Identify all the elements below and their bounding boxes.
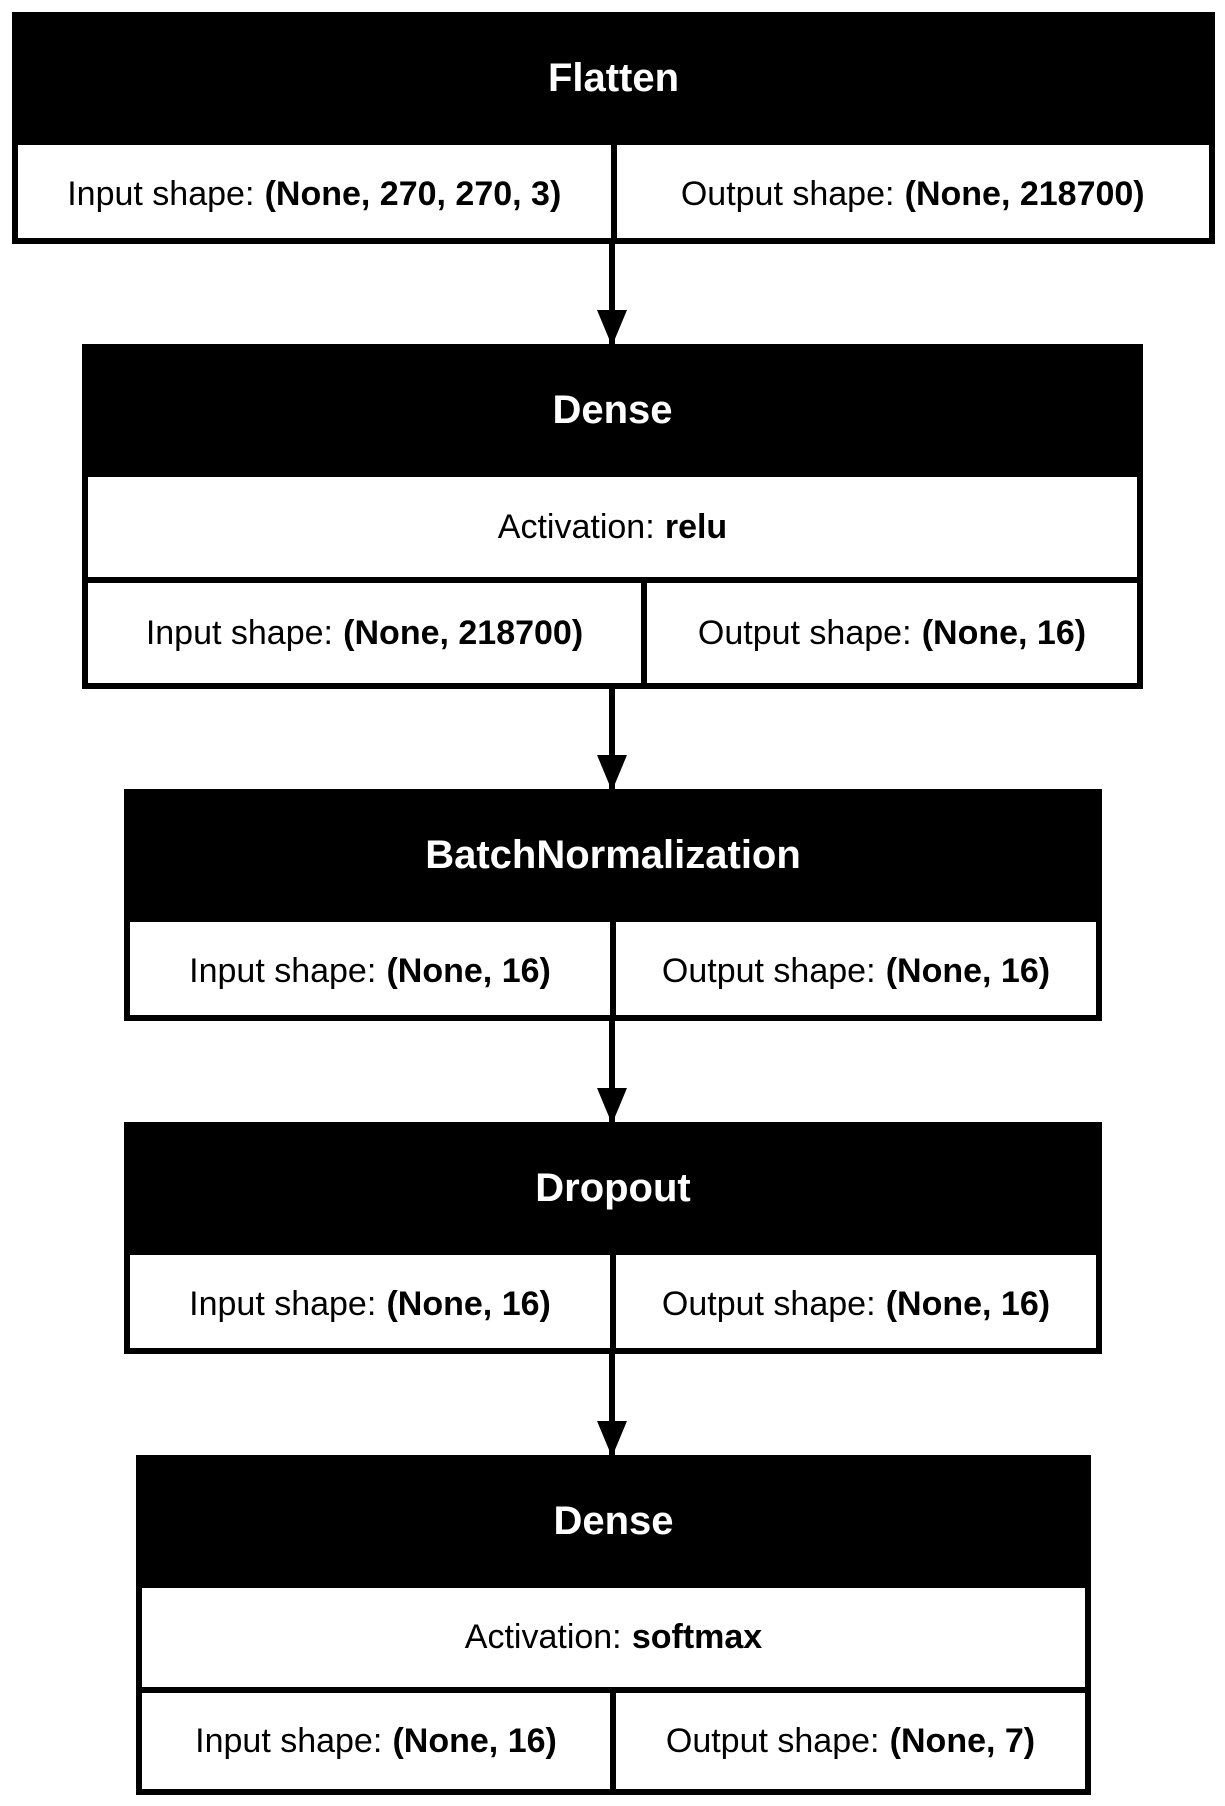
output-shape-cell: Output shape: (None, 16)	[610, 922, 1096, 1021]
input-shape-label: Input shape:	[145, 613, 333, 652]
layer-flatten: Flatten Input shape: (None, 270, 270, 3)…	[12, 12, 1215, 244]
output-shape-cell: Output shape: (None, 16)	[641, 583, 1137, 683]
layer-dropout: Dropout Input shape: (None, 16) Output s…	[124, 1122, 1102, 1354]
output-shape-label: Output shape:	[697, 613, 912, 652]
layer-title: Flatten	[18, 18, 1209, 139]
arrow-head-icon	[597, 310, 627, 346]
activation-label: Activation:	[497, 507, 655, 546]
input-shape-label: Input shape:	[189, 952, 377, 990]
input-shape-cell: Input shape: (None, 16)	[142, 1693, 610, 1789]
layer-title: Dense	[88, 350, 1137, 471]
output-shape-value: (None, 16)	[921, 613, 1087, 652]
input-shape-value: (None, 16)	[386, 1285, 551, 1323]
activation-cell: Activation: softmax	[142, 1588, 1085, 1687]
input-shape-value: (None, 16)	[392, 1721, 557, 1760]
input-shape-value: (None, 16)	[386, 952, 551, 990]
shape-row: Input shape: (None, 16) Output shape: (N…	[130, 1249, 1096, 1354]
activation-label: Activation:	[464, 1618, 622, 1656]
flow-arrow	[597, 689, 627, 791]
flow-arrow	[597, 244, 627, 346]
output-shape-cell: Output shape: (None, 16)	[610, 1255, 1096, 1354]
output-shape-value: (None, 16)	[885, 1285, 1051, 1323]
shape-row: Input shape: (None, 218700) Output shape…	[88, 577, 1137, 683]
output-shape-cell: Output shape: (None, 7)	[610, 1693, 1085, 1789]
layer-title: Dense	[142, 1461, 1085, 1582]
layer-dense-relu: Dense Activation: relu Input shape: (Non…	[82, 344, 1143, 689]
activation-value: softmax	[631, 1618, 763, 1656]
activation-row: Activation: relu	[88, 471, 1137, 577]
shape-row: Input shape: (None, 16) Output shape: (N…	[142, 1687, 1085, 1789]
input-shape-label: Input shape:	[189, 1285, 377, 1323]
layer-title: BatchNormalization	[130, 795, 1096, 916]
arrow-head-icon	[597, 1421, 627, 1457]
arrow-head-icon	[597, 1088, 627, 1124]
layer-title: Dropout	[130, 1128, 1096, 1249]
flow-arrow	[597, 1021, 627, 1124]
flow-arrow	[597, 1354, 627, 1457]
output-shape-value: (None, 7)	[889, 1721, 1036, 1760]
layer-batchnormalization: BatchNormalization Input shape: (None, 1…	[124, 789, 1102, 1021]
activation-value: relu	[664, 507, 728, 546]
input-shape-cell: Input shape: (None, 16)	[130, 1255, 610, 1354]
input-shape-value: (None, 270, 270, 3)	[264, 175, 562, 213]
input-shape-label: Input shape:	[195, 1721, 383, 1760]
output-shape-label: Output shape:	[665, 1721, 880, 1760]
output-shape-cell: Output shape: (None, 218700)	[610, 145, 1210, 244]
arrow-head-icon	[597, 755, 627, 791]
input-shape-label: Input shape:	[67, 175, 255, 213]
shape-row: Input shape: (None, 270, 270, 3) Output …	[18, 139, 1209, 244]
input-shape-value: (None, 218700)	[343, 613, 584, 652]
output-shape-label: Output shape:	[661, 1285, 876, 1323]
shape-row: Input shape: (None, 16) Output shape: (N…	[130, 916, 1096, 1021]
activation-row: Activation: softmax	[142, 1582, 1085, 1687]
output-shape-label: Output shape:	[661, 952, 876, 990]
output-shape-label: Output shape:	[680, 175, 895, 213]
layer-dense-softmax: Dense Activation: softmax Input shape: (…	[136, 1455, 1091, 1795]
input-shape-cell: Input shape: (None, 270, 270, 3)	[18, 145, 611, 244]
input-shape-cell: Input shape: (None, 16)	[130, 922, 610, 1021]
output-shape-value: (None, 16)	[885, 952, 1051, 990]
activation-cell: Activation: relu	[88, 477, 1137, 577]
input-shape-cell: Input shape: (None, 218700)	[88, 583, 641, 683]
output-shape-value: (None, 218700)	[904, 175, 1145, 213]
